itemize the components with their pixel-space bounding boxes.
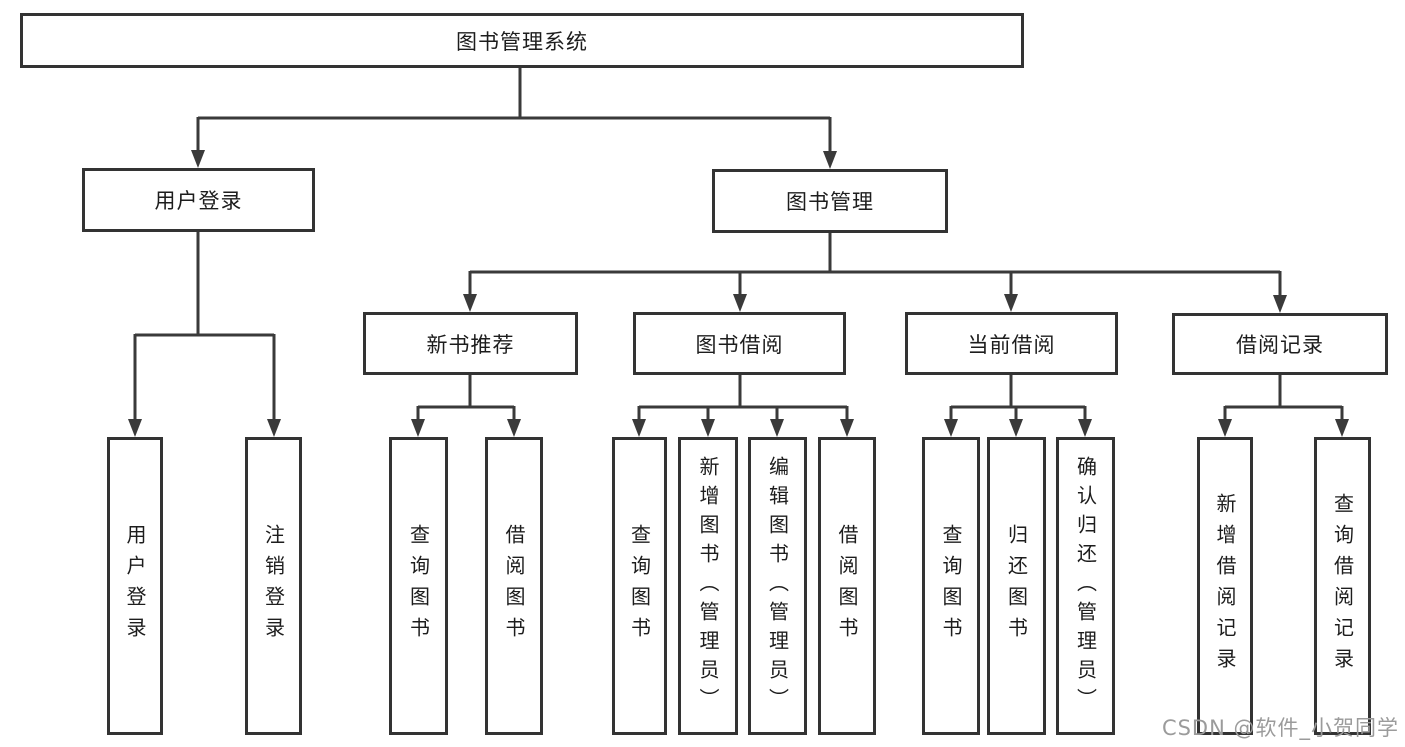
- leaf-borrow-book-borrowing-label: 借阅图书: [835, 524, 859, 648]
- leaf-query-book-borrowing-label: 查询图书: [627, 524, 652, 648]
- leaf-borrow-book-borrowing: 借阅图书: [818, 437, 876, 735]
- node-borrowing-records: 借阅记录: [1172, 313, 1388, 375]
- node-book-management-label: 图书管理: [786, 190, 874, 214]
- leaf-query-book-current-label: 查询图书: [939, 524, 963, 648]
- leaf-add-borrow-record: 新增借阅记录: [1197, 437, 1253, 735]
- arrowheads: [128, 150, 1349, 437]
- leaf-query-book-newbook: 查询图书: [389, 437, 448, 735]
- leaf-return-book-label: 归还图书: [1004, 524, 1029, 648]
- leaf-query-borrow-record-label: 查询借阅记录: [1330, 493, 1355, 679]
- leaf-logout-label: 注销登录: [261, 524, 286, 648]
- leaf-user-login: 用户登录: [107, 437, 163, 735]
- node-user-login-label: 用户登录: [154, 189, 243, 213]
- node-book-management: 图书管理: [712, 169, 948, 233]
- node-current-borrowing-label: 当前借阅: [967, 332, 1056, 357]
- node-book-borrowing: 图书借阅: [633, 312, 846, 375]
- leaf-borrow-book-newbook: 借阅图书: [485, 437, 543, 735]
- leaf-add-borrow-record-label: 新增借阅记录: [1213, 493, 1237, 679]
- leaf-query-borrow-record: 查询借阅记录: [1314, 437, 1371, 735]
- csdn-watermark: CSDN @软件_小贺同学: [1161, 716, 1399, 740]
- leaf-query-book-current: 查询图书: [922, 437, 980, 735]
- leaf-edit-book-admin: 编辑图书（管理员）: [748, 437, 807, 735]
- leaf-add-book-admin-label: 新增图书（管理员）: [696, 455, 720, 717]
- leaf-add-book-admin: 新增图书（管理员）: [678, 437, 738, 735]
- node-root-system-label: 图书管理系统: [456, 29, 588, 54]
- leaf-query-book-borrowing: 查询图书: [612, 437, 667, 735]
- leaf-borrow-book-newbook-label: 借阅图书: [502, 524, 526, 648]
- node-new-book-recommend: 新书推荐: [363, 312, 578, 375]
- node-new-book-recommend-label: 新书推荐: [426, 332, 515, 357]
- leaf-return-book: 归还图书: [987, 437, 1046, 735]
- node-current-borrowing: 当前借阅: [905, 312, 1118, 375]
- leaf-query-book-newbook-label: 查询图书: [406, 524, 431, 648]
- leaf-user-login-label: 用户登录: [123, 524, 147, 648]
- node-root-system: 图书管理系统: [20, 13, 1024, 68]
- leaf-logout: 注销登录: [245, 437, 302, 735]
- node-book-borrowing-label: 图书借阅: [695, 332, 784, 357]
- node-borrowing-records-label: 借阅记录: [1236, 333, 1324, 357]
- leaf-edit-book-admin-label: 编辑图书（管理员）: [765, 455, 790, 717]
- node-user-login: 用户登录: [82, 168, 315, 232]
- leaf-confirm-return-admin-label: 确认归还（管理员）: [1073, 455, 1098, 717]
- leaf-confirm-return-admin: 确认归还（管理员）: [1056, 437, 1115, 735]
